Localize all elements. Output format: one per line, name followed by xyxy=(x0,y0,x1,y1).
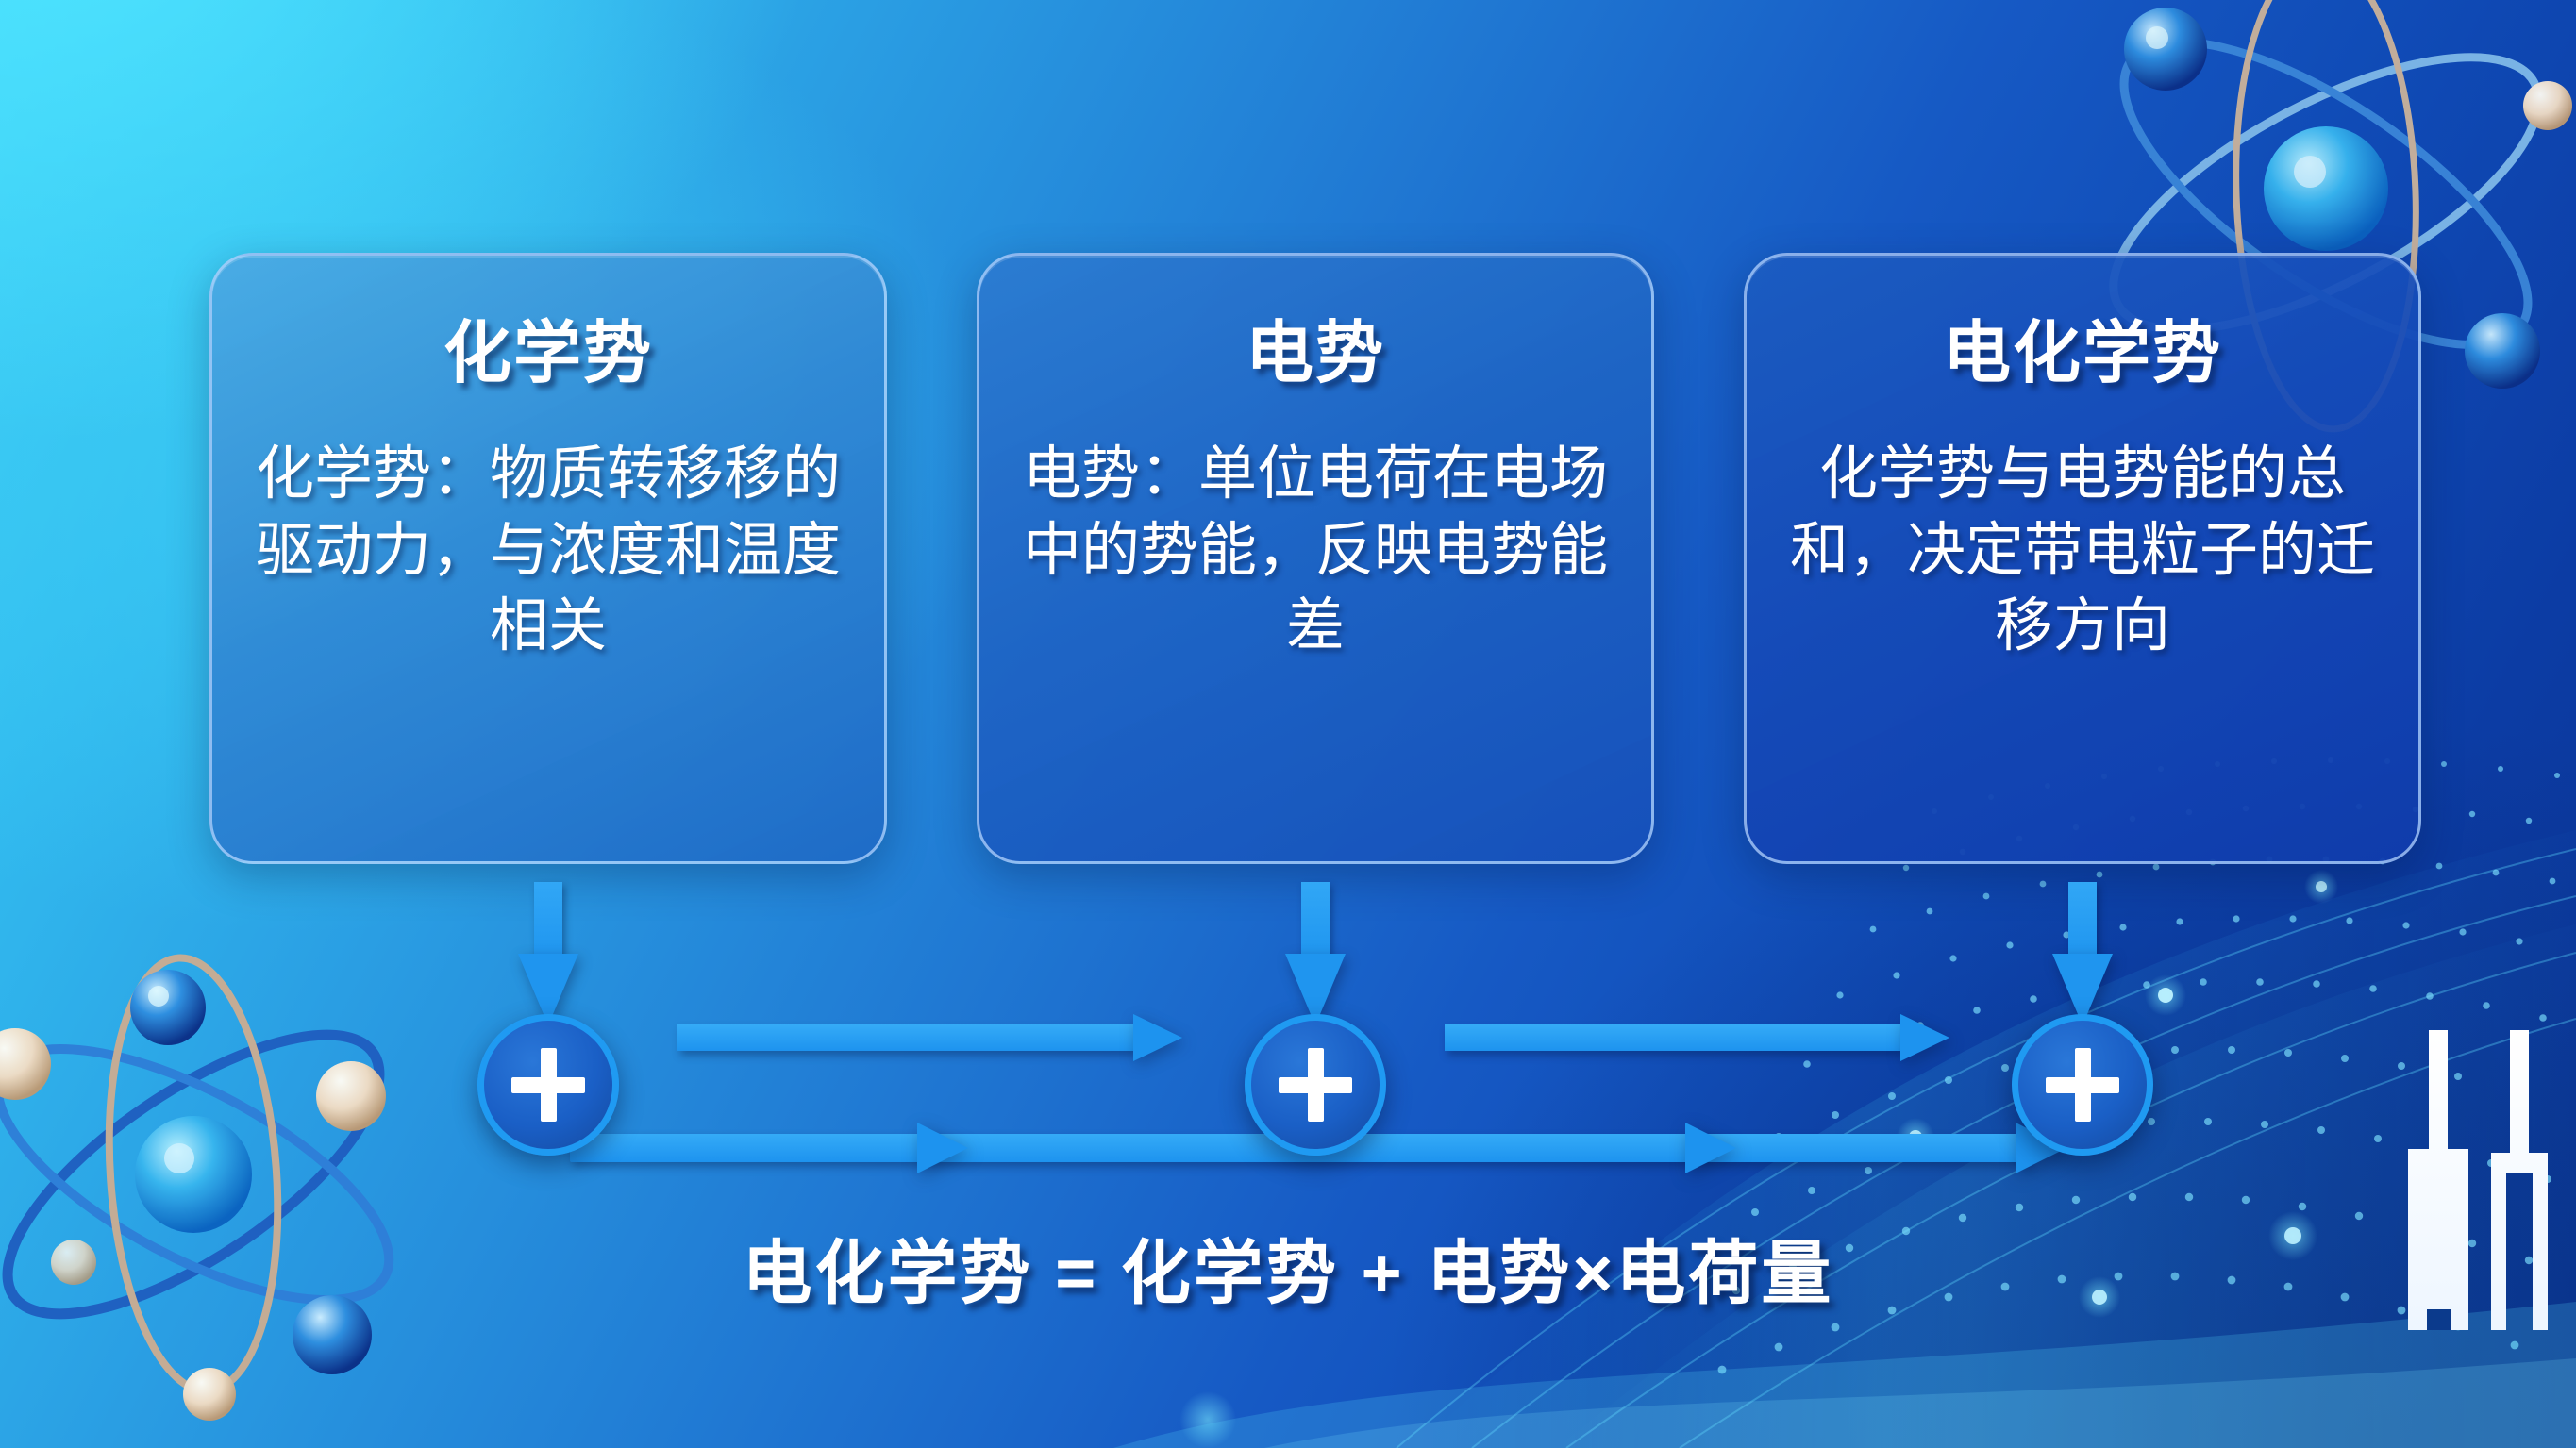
arrow-shaft xyxy=(534,882,562,959)
arrow-head xyxy=(2052,954,2113,1025)
arrow-down-icon xyxy=(518,882,578,1025)
arrow-shaft xyxy=(677,1024,1133,1051)
plus-circle-icon[interactable] xyxy=(477,1014,619,1156)
card-title: 化学势 xyxy=(443,316,653,391)
arrow-head xyxy=(1900,1014,1949,1061)
arrow-right-icon xyxy=(677,1014,1182,1061)
plus-bar-vertical xyxy=(1307,1048,1324,1122)
arrow-shaft xyxy=(2068,882,2097,959)
concept-card-electric-potential[interactable]: 电势 电势：单位电荷在电场中的势能，反映电势能差 xyxy=(977,253,1654,864)
plus-circle-icon[interactable] xyxy=(2012,1014,2153,1156)
formula-text: 电化学势 = 化学势 + 电势×电荷量 xyxy=(742,1234,1834,1312)
concept-card-chemical-potential[interactable]: 化学势 化学势：物质转移移的驱动力，与浓度和温度相关 xyxy=(209,253,887,864)
arrow-shaft xyxy=(1301,882,1330,959)
card-body: 电势：单位电荷在电场中的势能，反映电势能差 xyxy=(1022,441,1608,659)
arrow-head xyxy=(1133,1014,1182,1061)
plus-bar-vertical xyxy=(540,1048,557,1122)
plus-circle-icon[interactable] xyxy=(1245,1014,1386,1156)
arrow-right-icon xyxy=(1445,1014,1949,1061)
arrow-head-mid xyxy=(917,1123,968,1173)
arrow-down-icon xyxy=(2052,882,2113,1025)
arrow-head-mid2 xyxy=(1685,1123,1736,1173)
card-title: 电势 xyxy=(1245,316,1385,391)
card-body: 化学势：物质转移移的驱动力，与浓度和温度相关 xyxy=(255,441,841,659)
card-body: 化学势与电势能的总和，决定带电粒子的迁移方向 xyxy=(1789,441,2375,659)
card-title: 电化学势 xyxy=(1942,316,2222,391)
arrow-head xyxy=(1285,954,1346,1025)
arrow-head xyxy=(518,954,578,1025)
concept-card-electrochemical-potential[interactable]: 电化学势 化学势与电势能的总和，决定带电粒子的迁移方向 xyxy=(1744,253,2421,864)
arrow-down-icon xyxy=(1285,882,1346,1025)
plus-bar-vertical xyxy=(2074,1048,2091,1122)
arrow-shaft xyxy=(1445,1024,1900,1051)
